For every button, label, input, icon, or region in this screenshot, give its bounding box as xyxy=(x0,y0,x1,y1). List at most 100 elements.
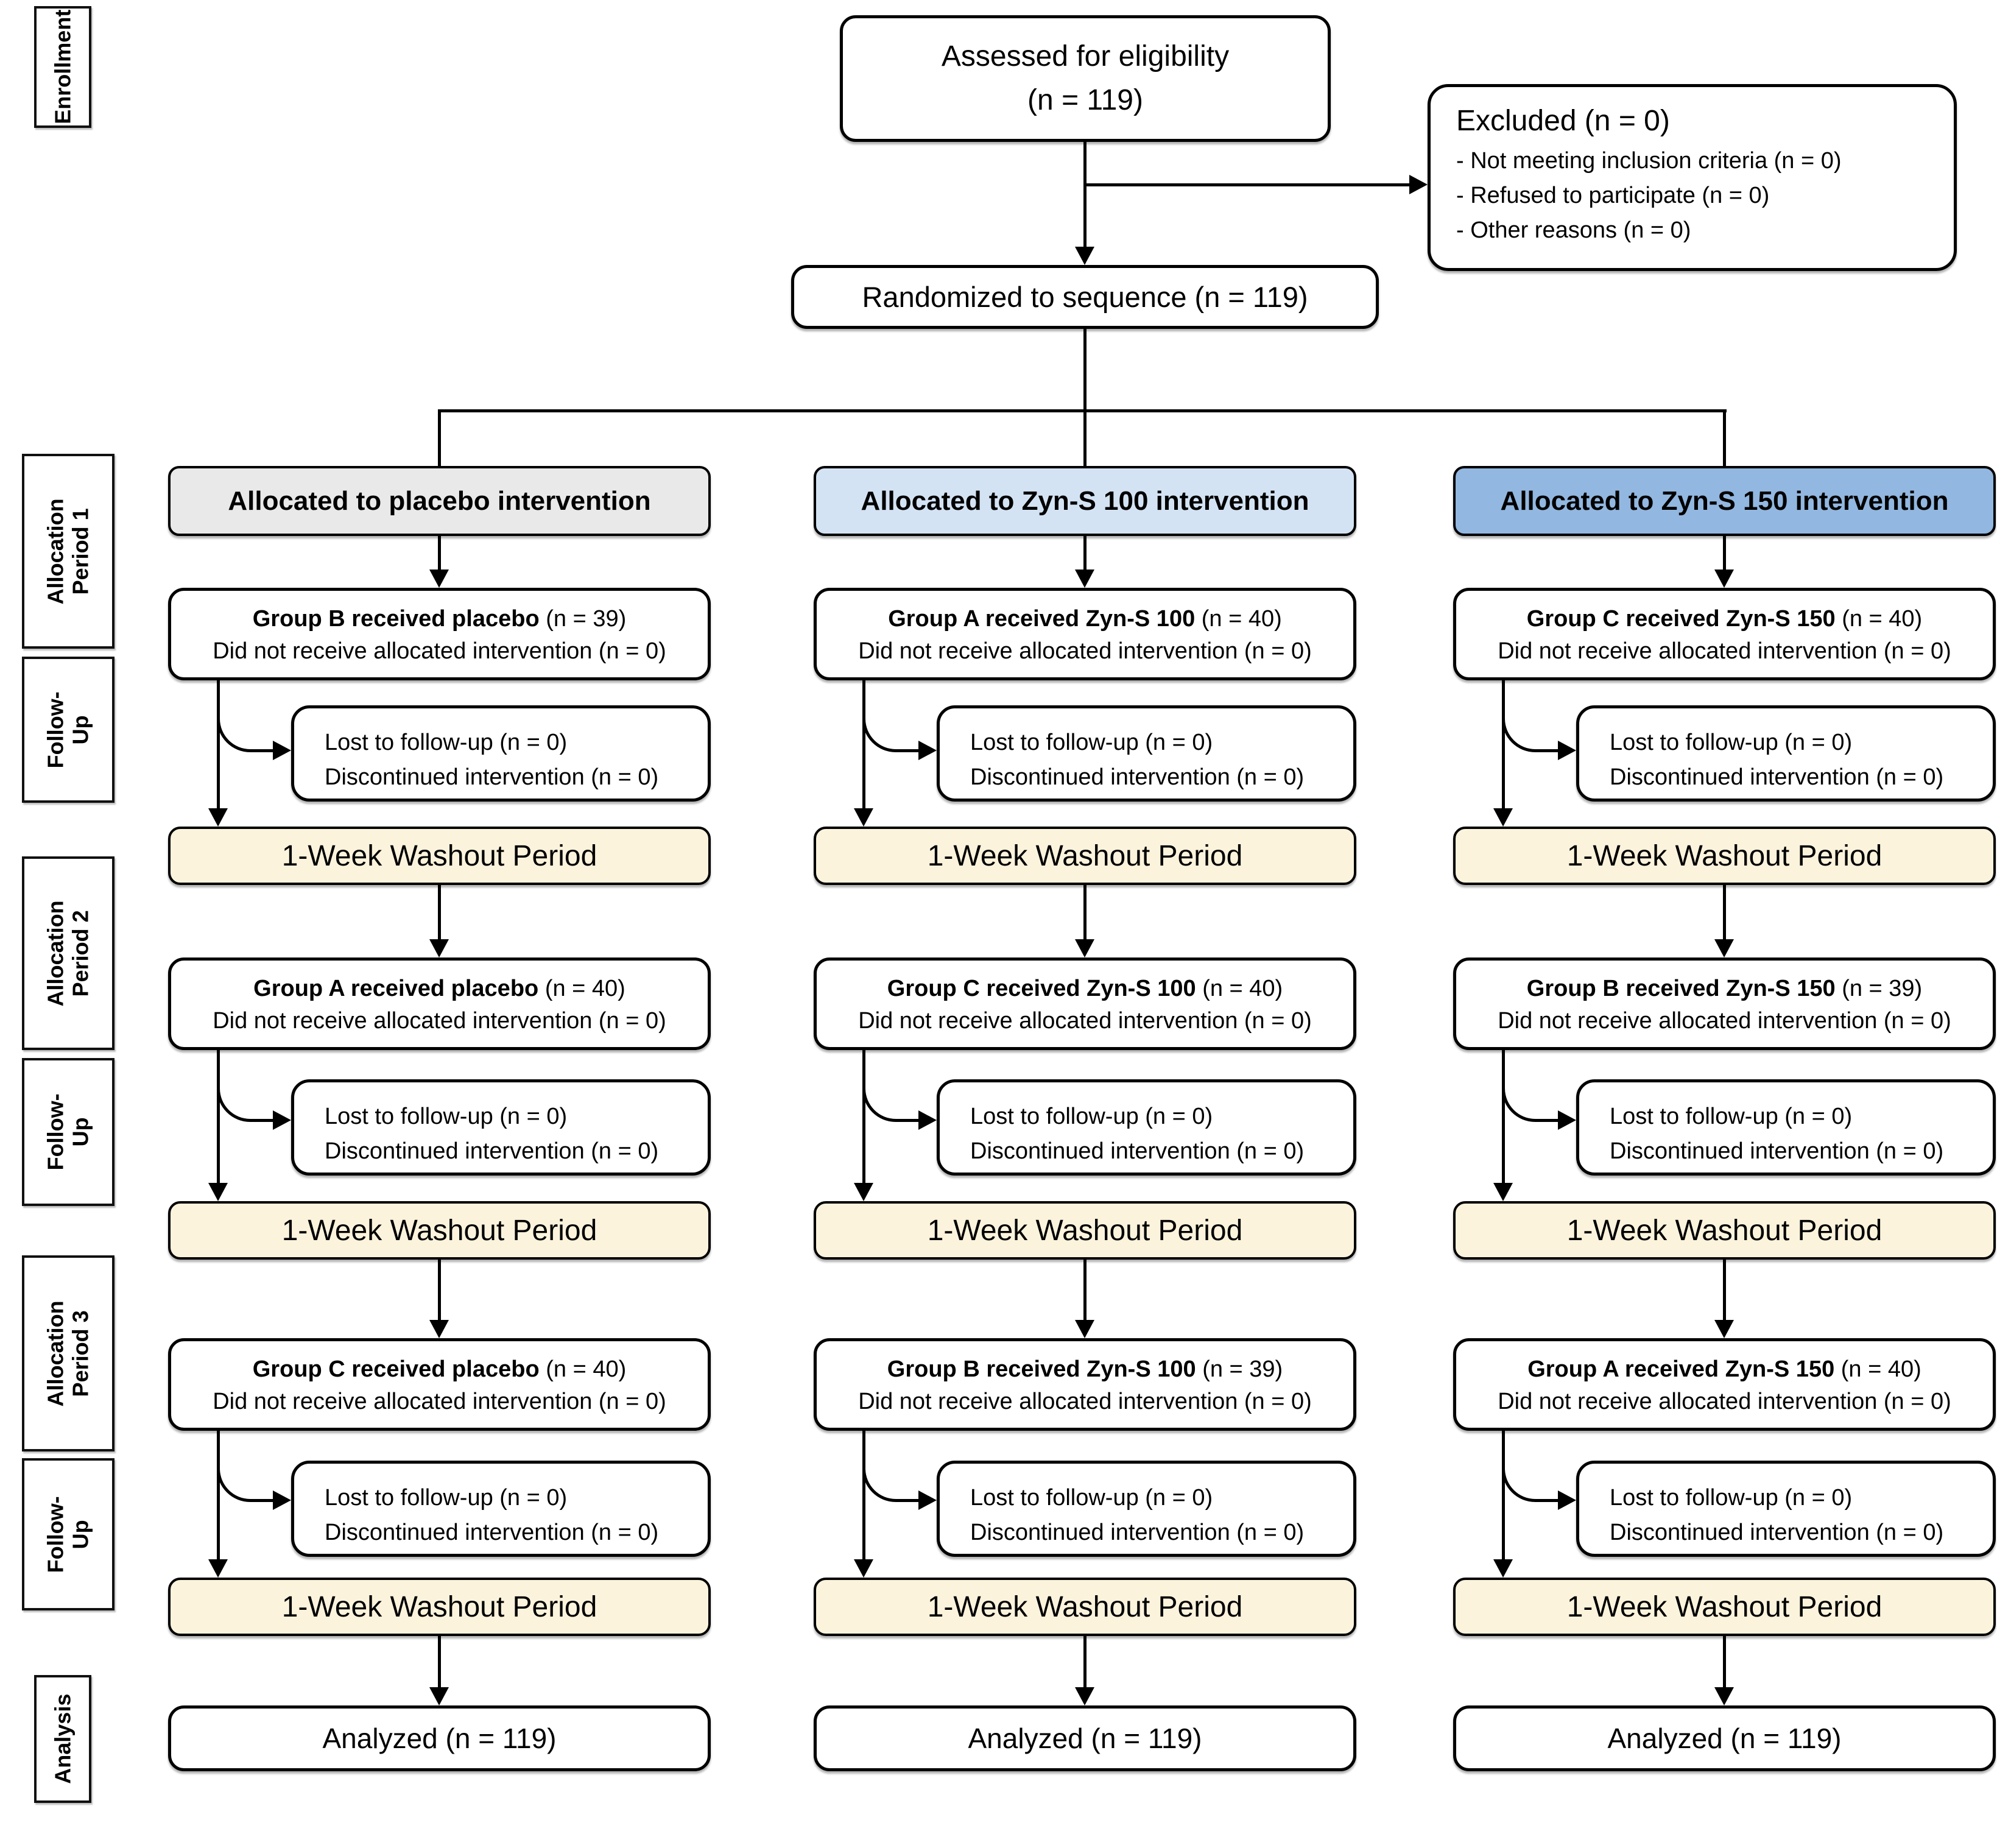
branch-to-washout-head xyxy=(1493,1183,1513,1201)
followup-box-period3: Lost to follow-up (n = 0) Discontinued i… xyxy=(291,1461,711,1557)
branch-to-washout-line xyxy=(217,680,220,809)
randomized-branch-stem-line xyxy=(1083,329,1087,412)
branch-drop-line xyxy=(1723,409,1726,467)
arrow-header-to-allocation-head xyxy=(1075,570,1094,588)
assessed-line1: Assessed for eligibility xyxy=(941,40,1230,72)
branch-to-washout-head xyxy=(854,1559,873,1578)
arrow-header-to-allocation-head xyxy=(429,570,449,588)
arrow-to-followup-head xyxy=(273,741,291,760)
arrow-washout-to-allocation-line xyxy=(1723,885,1726,940)
lost-line: Lost to follow-up (n = 0) xyxy=(970,1104,1213,1129)
arrow-washout-to-allocation-line xyxy=(1083,1260,1087,1321)
followup-box-period1: Lost to follow-up (n = 0) Discontinued i… xyxy=(937,705,1356,802)
allocation-group-line: Group A received Zyn-S 100 (n = 40) xyxy=(888,606,1282,632)
arrow-assessed-to-randomized-head xyxy=(1075,247,1094,265)
arrow-to-followup-head xyxy=(1558,1490,1576,1510)
phase-label-follow-up-1: Follow-Up xyxy=(22,657,114,803)
arrow-washout-to-allocation-head xyxy=(1714,939,1734,958)
phase-label-text: Follow-Up xyxy=(43,1496,93,1573)
allocation-group-line: Group C received Zyn-S 100 (n = 40) xyxy=(887,976,1283,1001)
branch-to-washout-head xyxy=(1493,808,1513,827)
allocation-group-line: Group C received Zyn-S 150 (n = 40) xyxy=(1526,606,1923,632)
allocation-notreceived-line: Did not receive allocated intervention (… xyxy=(213,638,666,665)
arrow-to-followup-head xyxy=(1558,741,1576,760)
arrow-to-followup-head xyxy=(918,1110,937,1130)
discontinued-line: Discontinued intervention (n = 0) xyxy=(325,1520,659,1545)
allocation-group-line: Group A received placebo (n = 40) xyxy=(253,976,625,1001)
allocation-header-zyns-100: Allocated to Zyn-S 100 intervention xyxy=(814,466,1356,536)
discontinued-line: Discontinued intervention (n = 0) xyxy=(1610,764,1944,790)
allocation-box-period2: Group B received Zyn-S 150 (n = 39) Did … xyxy=(1453,958,1996,1050)
arrow-washout-to-allocation-line xyxy=(1723,1260,1726,1321)
branch-to-washout-head xyxy=(208,1559,228,1578)
branch-to-washout-head xyxy=(854,808,873,827)
allocation-box-period2: Group A received placebo (n = 40) Did no… xyxy=(168,958,711,1050)
arrow-to-followup-head xyxy=(273,1490,291,1510)
allocation-group-line: Group A received Zyn-S 150 (n = 40) xyxy=(1527,1356,1921,1382)
followup-box-period2: Lost to follow-up (n = 0) Discontinued i… xyxy=(291,1079,711,1176)
lost-line: Lost to follow-up (n = 0) xyxy=(1610,1485,1853,1511)
washout-box-period1: 1-Week Washout Period xyxy=(814,827,1356,885)
lost-line: Lost to follow-up (n = 0) xyxy=(1610,1104,1853,1129)
allocation-box-period1: Group C received Zyn-S 150 (n = 40) Did … xyxy=(1453,588,1996,680)
analyzed-box: Analyzed (n = 119) xyxy=(1453,1705,1996,1771)
column-zyns-100: Allocated to Zyn-S 100 intervention Grou… xyxy=(814,0,1356,1848)
washout-box-period1: 1-Week Washout Period xyxy=(168,827,711,885)
arrow-washout-to-analyzed-line xyxy=(438,1636,441,1688)
branch-to-washout-line xyxy=(217,1431,220,1561)
arrow-washout-to-allocation-head xyxy=(1075,1320,1094,1338)
washout-box-period3: 1-Week Washout Period xyxy=(1453,1578,1996,1636)
arrow-to-followup-head xyxy=(1558,1110,1576,1130)
discontinued-line: Discontinued intervention (n = 0) xyxy=(325,1138,659,1164)
allocation-box-period1: Group B received placebo (n = 39) Did no… xyxy=(168,588,711,680)
allocation-notreceived-line: Did not receive allocated intervention (… xyxy=(1498,1008,1951,1034)
branch-to-washout-line xyxy=(862,1050,865,1184)
excluded-item: - Refused to participate (n = 0) xyxy=(1456,183,1770,208)
column-zyns-150: Allocated to Zyn-S 150 intervention Grou… xyxy=(1453,0,1996,1848)
arrow-washout-to-allocation-line xyxy=(438,1260,441,1321)
phase-label-text: Follow-Up xyxy=(43,691,93,768)
excluded-title: Excluded (n = 0) xyxy=(1456,105,1670,137)
arrow-washout-to-allocation-head xyxy=(429,1320,449,1338)
followup-box-period2: Lost to follow-up (n = 0) Discontinued i… xyxy=(1576,1079,1996,1176)
randomized-box: Randomized to sequence (n = 119) xyxy=(791,265,1379,329)
branch-to-washout-line xyxy=(1502,680,1505,809)
allocation-box-period3: Group B received Zyn-S 100 (n = 39) Did … xyxy=(814,1338,1356,1431)
excluded-item: - Other reasons (n = 0) xyxy=(1456,217,1691,243)
arrow-to-excluded-head xyxy=(1409,175,1428,194)
arrow-to-followup-head xyxy=(918,1490,937,1510)
branch-to-washout-line xyxy=(1502,1050,1505,1184)
allocation-header-zyns-150: Allocated to Zyn-S 150 intervention xyxy=(1453,466,1996,536)
allocation-notreceived-line: Did not receive allocated intervention (… xyxy=(858,638,1312,665)
branch-to-washout-head xyxy=(854,1183,873,1201)
discontinued-line: Discontinued intervention (n = 0) xyxy=(325,764,659,790)
arrow-header-to-allocation-line xyxy=(1083,536,1087,571)
washout-box-period1: 1-Week Washout Period xyxy=(1453,827,1996,885)
washout-box-period3: 1-Week Washout Period xyxy=(168,1578,711,1636)
arrow-washout-to-allocation-head xyxy=(1714,1320,1734,1338)
allocation-notreceived-line: Did not receive allocated intervention (… xyxy=(1498,638,1951,665)
followup-box-period3: Lost to follow-up (n = 0) Discontinued i… xyxy=(1576,1461,1996,1557)
arrow-assessed-to-randomized-line xyxy=(1083,142,1087,248)
randomized-branch-horizontal-line xyxy=(438,409,1727,412)
arrow-to-followup-head xyxy=(273,1110,291,1130)
allocation-notreceived-line: Did not receive allocated intervention (… xyxy=(213,1008,666,1034)
excluded-item: - Not meeting inclusion criteria (n = 0) xyxy=(1456,148,1842,174)
phase-label-text: Analysis xyxy=(50,1693,76,1785)
lost-line: Lost to follow-up (n = 0) xyxy=(325,1485,568,1511)
followup-box-period1: Lost to follow-up (n = 0) Discontinued i… xyxy=(291,705,711,802)
excluded-box: Excluded (n = 0) - Not meeting inclusion… xyxy=(1428,84,1957,271)
branch-to-washout-line xyxy=(217,1050,220,1184)
arrow-washout-to-allocation-line xyxy=(1083,885,1087,940)
lost-line: Lost to follow-up (n = 0) xyxy=(1610,730,1853,755)
phase-label-text: Follow-Up xyxy=(43,1093,93,1171)
washout-box-period2: 1-Week Washout Period xyxy=(814,1201,1356,1260)
branch-to-washout-head xyxy=(208,1183,228,1201)
lost-line: Lost to follow-up (n = 0) xyxy=(970,730,1213,755)
